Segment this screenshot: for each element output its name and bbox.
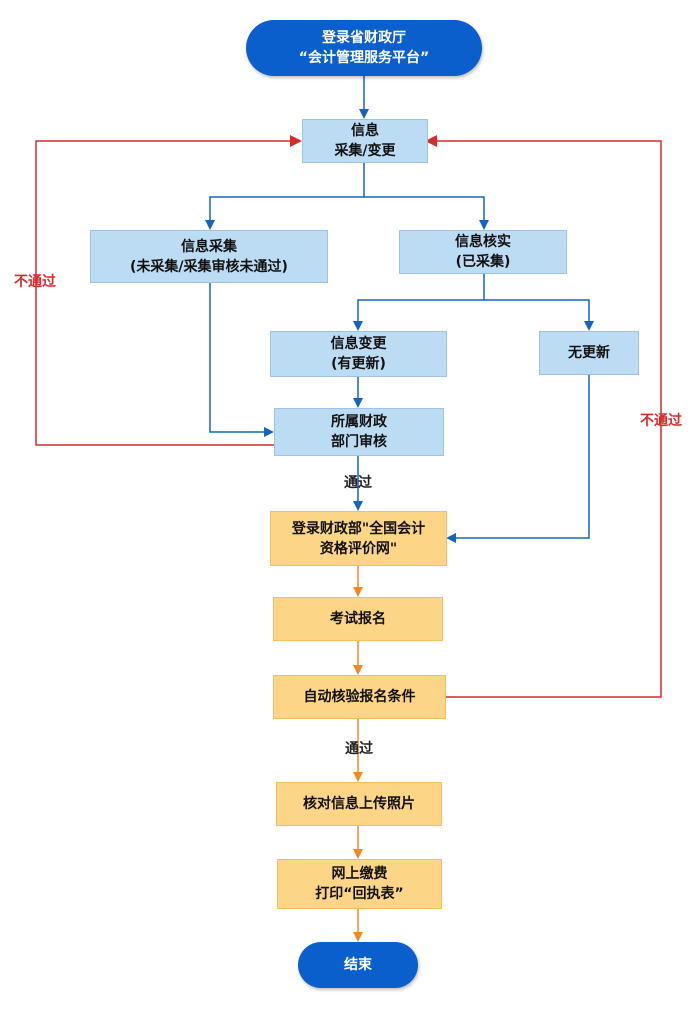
pass-label-review: 通过 (344, 475, 372, 491)
no-update-node: 无更新 (539, 331, 639, 375)
fail-label-right: 不通过 (640, 413, 682, 429)
info-change-node: 信息变更 (有更新) (270, 331, 447, 377)
login-mof-line2: 资格评价网" (319, 540, 398, 557)
upload-photo-line1: 核对信息上传照片 (303, 796, 415, 812)
arrow-review-fail-loop (35, 135, 302, 446)
end-node-line1: 结束 (344, 957, 372, 973)
start-node: 登录省财政厅 “会计管理服务平台” (246, 20, 482, 76)
info-collect-change-line2: 采集/变更 (334, 143, 396, 159)
dept-review-node: 所属财政 部门审核 (274, 408, 444, 456)
start-node-line1: 登录省财政厅 (322, 30, 406, 46)
pay-print-line2: 打印“回执表” (315, 886, 404, 902)
arrow-collect-change-to-info-verify (364, 196, 489, 230)
dept-review-line1: 所属财政 (331, 414, 387, 430)
info-change-line1: 信息变更 (330, 336, 387, 352)
info-verify-line1: 信息核实 (455, 234, 511, 250)
upload-photo-node: 核对信息上传照片 (276, 782, 442, 826)
auto-check-node: 自动核验报名条件 (273, 675, 446, 719)
arrow-no-update-to-login (446, 375, 590, 543)
pay-print-line1: 网上缴费 (331, 866, 388, 882)
arrow-info-collect-to-dept-review (209, 283, 274, 437)
start-node-line2: “会计管理服务平台” (298, 50, 430, 66)
pay-print-node: 网上缴费 打印“回执表” (277, 859, 442, 909)
auto-check-line1: 自动核验报名条件 (303, 689, 416, 705)
exam-signup-line1: 考试报名 (330, 611, 386, 627)
info-collect-change-line1: 信息 (351, 123, 379, 139)
arrow-verify-to-no-update (484, 299, 594, 331)
pass-label-check: 通过 (345, 741, 373, 757)
no-update-line1: 无更新 (568, 345, 610, 361)
info-collect-line1: 信息采集 (181, 238, 237, 255)
info-collect-node: 信息采集 (未采集/采集审核未通过) (90, 230, 328, 283)
dept-review-line2: 部门审核 (331, 434, 387, 450)
exam-signup-node: 考试报名 (273, 597, 443, 641)
arrow-check-fail-loop (425, 135, 662, 698)
info-collect-change-node: 信息 采集/变更 (302, 119, 428, 163)
info-verify-node: 信息核实 (已采集) (399, 230, 567, 274)
arrow-verify-to-info-change (353, 274, 485, 331)
login-mof-node: 登录财政部"全国会计 资格评价网" (270, 511, 447, 566)
info-verify-line2: (已采集) (455, 254, 511, 270)
end-node: 结束 (298, 942, 418, 988)
arrow-collect-change-to-info-collect (205, 163, 365, 230)
fail-label-left: 不通过 (14, 274, 56, 290)
info-collect-line2: (未采集/采集审核未通过) (130, 258, 288, 275)
login-mof-line1: 登录财政部"全国会计 (291, 520, 426, 537)
info-change-line2: (有更新) (331, 356, 386, 372)
